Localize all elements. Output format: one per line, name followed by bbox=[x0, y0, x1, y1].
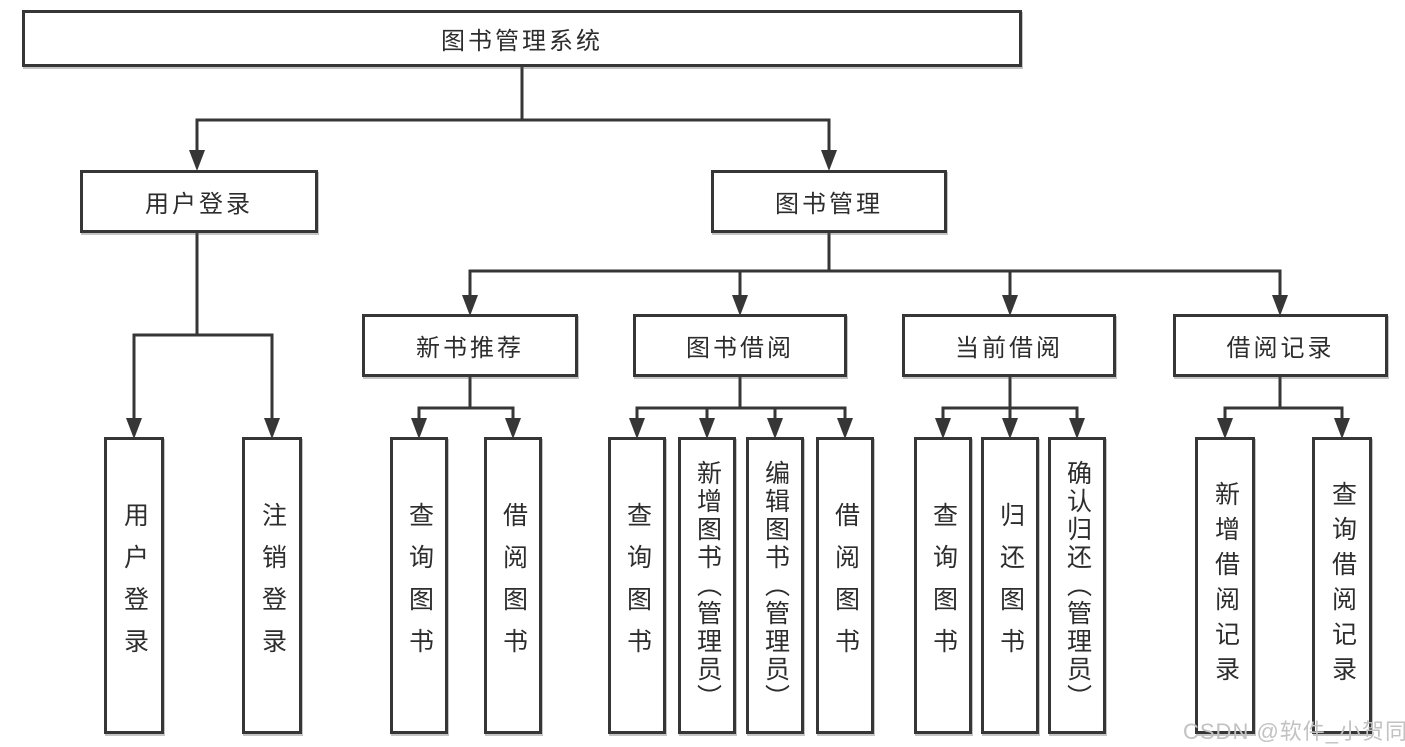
leaf-user-login: 用户登录 bbox=[104, 437, 164, 734]
node-current-borrowing-label: 当前借阅 bbox=[955, 335, 1063, 362]
node-user-login-label: 用户登录 bbox=[145, 191, 253, 218]
leaf-borrow-borrow-books-label: 借阅图书 bbox=[831, 501, 860, 670]
node-book-management: 图书管理 bbox=[711, 170, 947, 233]
leaf-current-query-books-label: 查询图书 bbox=[929, 501, 958, 670]
leaf-rec-borrow-books-label: 借阅图书 bbox=[499, 501, 528, 670]
node-borrowing-records-label: 借阅记录 bbox=[1226, 335, 1335, 362]
leaf-current-confirm-return-admin: 确认归还（管理员） bbox=[1048, 437, 1106, 734]
node-book-borrowing: 图书借阅 bbox=[633, 314, 847, 377]
connector-new-book-to-leaves bbox=[411, 375, 521, 439]
node-current-borrowing: 当前借阅 bbox=[902, 314, 1116, 377]
leaf-borrow-edit-books-admin-label: 编辑图书（管理员） bbox=[761, 459, 790, 712]
node-library-system-label: 图书管理系统 bbox=[441, 28, 603, 55]
leaf-user-login-label: 用户登录 bbox=[120, 501, 149, 670]
leaf-rec-query-books: 查询图书 bbox=[390, 437, 448, 734]
connector-borrow-records-to-leaves bbox=[1217, 375, 1350, 439]
leaf-borrow-query-books: 查询图书 bbox=[608, 437, 666, 734]
leaf-records-query-record: 查询借阅记录 bbox=[1312, 437, 1372, 734]
leaf-records-query-record-label: 查询借阅记录 bbox=[1328, 480, 1357, 691]
leaf-current-query-books: 查询图书 bbox=[914, 437, 972, 734]
leaf-current-return-books: 归还图书 bbox=[981, 437, 1039, 734]
node-borrowing-records: 借阅记录 bbox=[1173, 314, 1388, 377]
connector-book-borrow-to-leaves bbox=[629, 375, 853, 439]
leaf-logout: 注销登录 bbox=[242, 437, 302, 734]
node-book-management-label: 图书管理 bbox=[775, 191, 883, 218]
csdn-watermark: CSDN @软件_小贺同学 bbox=[1183, 719, 1405, 744]
leaf-records-add-record: 新增借阅记录 bbox=[1195, 437, 1255, 734]
leaf-borrow-add-books-admin: 新增图书（管理员） bbox=[678, 437, 736, 734]
connector-root-to-level2 bbox=[189, 65, 837, 171]
leaf-rec-borrow-books: 借阅图书 bbox=[484, 437, 542, 734]
connector-current-borrow-to-leaves bbox=[935, 375, 1085, 439]
leaf-borrow-borrow-books: 借阅图书 bbox=[816, 437, 874, 734]
node-library-system: 图书管理系统 bbox=[22, 10, 1022, 67]
leaf-current-return-books-label: 归还图书 bbox=[996, 501, 1025, 670]
leaf-borrow-query-books-label: 查询图书 bbox=[623, 501, 652, 670]
leaf-rec-query-books-label: 查询图书 bbox=[405, 501, 434, 670]
connector-book-mgmt-to-level3 bbox=[462, 231, 1288, 316]
node-book-borrowing-label: 图书借阅 bbox=[686, 335, 794, 362]
leaf-borrow-edit-books-admin: 编辑图书（管理员） bbox=[746, 437, 804, 734]
connector-user-login-to-leaves bbox=[126, 231, 280, 439]
node-new-book-recommend-label: 新书推荐 bbox=[416, 335, 524, 362]
leaf-current-confirm-return-admin-label: 确认归还（管理员） bbox=[1063, 459, 1092, 712]
leaf-borrow-add-books-admin-label: 新增图书（管理员） bbox=[693, 459, 722, 712]
leaf-logout-label: 注销登录 bbox=[258, 501, 287, 670]
node-new-book-recommend: 新书推荐 bbox=[362, 314, 578, 377]
leaf-records-add-record-label: 新增借阅记录 bbox=[1211, 480, 1240, 691]
node-user-login: 用户登录 bbox=[80, 170, 318, 233]
